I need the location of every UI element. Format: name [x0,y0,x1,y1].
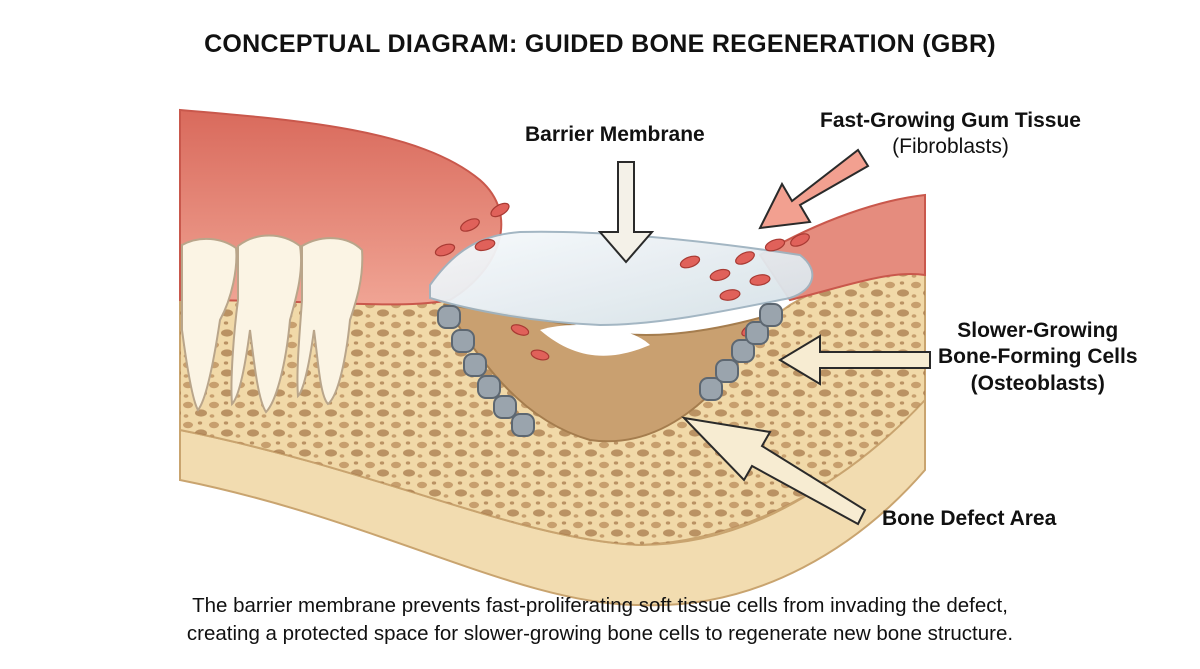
teeth [181,234,364,414]
gum-tissue-title: Fast-Growing Gum Tissue [820,109,1081,132]
defect-label: Bone Defect Area [882,507,1057,530]
barrier-membrane-label: Barrier Membrane [525,123,705,146]
bone-cells-line1: Slower-Growing [957,319,1119,342]
caption-line1: The barrier membrane prevents fast-proli… [192,594,1008,617]
osteoblast-cells [437,303,783,437]
diagram-title: CONCEPTUAL DIAGRAM: GUIDED BONE REGENERA… [204,30,996,58]
gum-tissue-subtitle: (Fibroblasts) [892,135,1009,159]
diagram-caption: The barrier membrane prevents fast-proli… [0,592,1200,648]
barrier-membrane [429,230,814,327]
defect-arrow [681,416,867,526]
gum-tissue-label: Fast-Growing Gum Tissue (Fibroblasts) [820,108,1081,161]
caption-line2: creating a protected space for slower-gr… [186,622,1014,645]
bone-cells-line3: (Osteoblasts) [970,371,1105,395]
membrane-arrow [597,161,655,264]
bone-cells-arrow [778,334,931,386]
gum-tissue-arrow [758,148,870,230]
bone-cells-line2: Bone-Forming Cells [938,345,1138,369]
bone-cells-label: Slower-Growing Bone-Forming Cells (Osteo… [938,318,1138,397]
fibroblast-cells [434,202,810,361]
